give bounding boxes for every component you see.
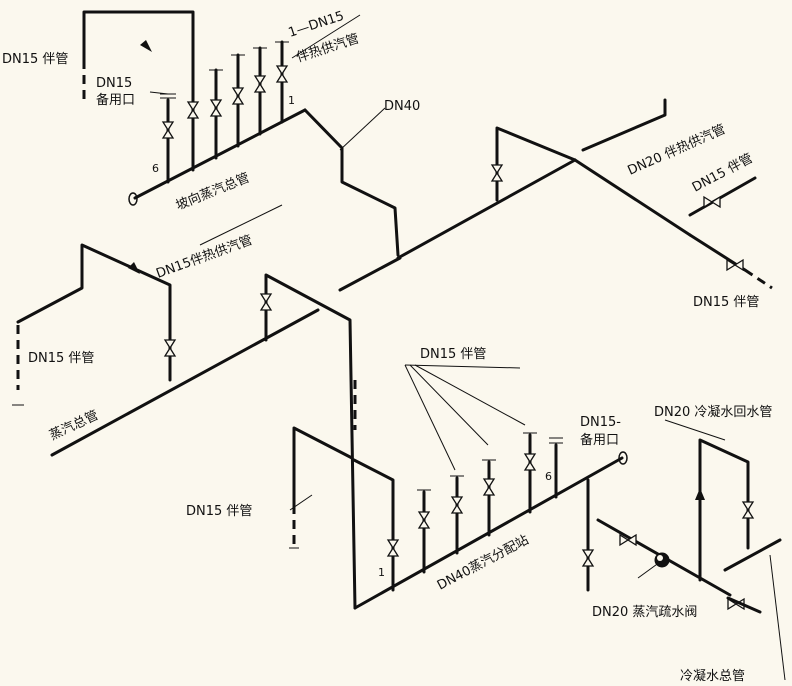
center-riser — [260, 273, 357, 610]
label-dn15-spare-bottom: DN15- — [580, 415, 621, 430]
label-dn15-tracer-mid-left: DN15 伴管 — [28, 351, 94, 366]
label-dn40-distribution: DN40蒸汽分配站 — [435, 533, 531, 594]
label-dn15-tracer-supply-mid: DN15伴热供汽管 — [154, 233, 254, 282]
num-bottom-6: 6 — [545, 470, 552, 483]
labels: DN15 伴管 DN15 备用口 1—DN15 伴热供汽管 1 6 DN40 坡… — [2, 9, 772, 684]
top-manifold — [82, 10, 400, 257]
num-bottom-1: 1 — [378, 566, 385, 579]
label-dn20-condensate-return: DN20 冷凝水回水管 — [654, 404, 772, 420]
label-dn15-spare-top: DN15 — [96, 76, 132, 91]
label-dn15-tracer-center: DN15 伴管 — [420, 347, 486, 362]
main-steam-pipe — [12, 98, 773, 457]
label-condensate-main: 冷凝水总管 — [680, 668, 745, 684]
num-top-6: 6 — [152, 162, 159, 175]
label-spare-port-bottom: 备用口 — [580, 432, 619, 448]
label-dn15-tracer-top-left: DN15 伴管 — [2, 52, 68, 67]
label-dn15-tracer-right-lower: DN15 伴管 — [693, 295, 759, 310]
label-slope-main: 坡向蒸汽总管 — [174, 170, 252, 214]
bottom-distribution-station — [289, 364, 628, 610]
steam-trap-assembly — [582, 419, 786, 681]
label-steam-main: 蒸汽总管 — [47, 408, 100, 444]
label-dn15-tracer-right: DN15 伴管 — [690, 151, 756, 195]
label-spare-port-top: 备用口 — [96, 92, 135, 108]
label-dn40: DN40 — [384, 99, 420, 114]
label-dn15-tracer-bottom-left: DN15 伴管 — [186, 504, 252, 519]
label-tracer-supply-top: 伴热供汽管 — [295, 31, 361, 65]
num-top-1: 1 — [288, 94, 295, 107]
label-dn20-steam-trap: DN20 蒸汽疏水阀 — [592, 605, 697, 620]
label-tracer-supply-top-num: 1—DN15 — [287, 9, 346, 41]
